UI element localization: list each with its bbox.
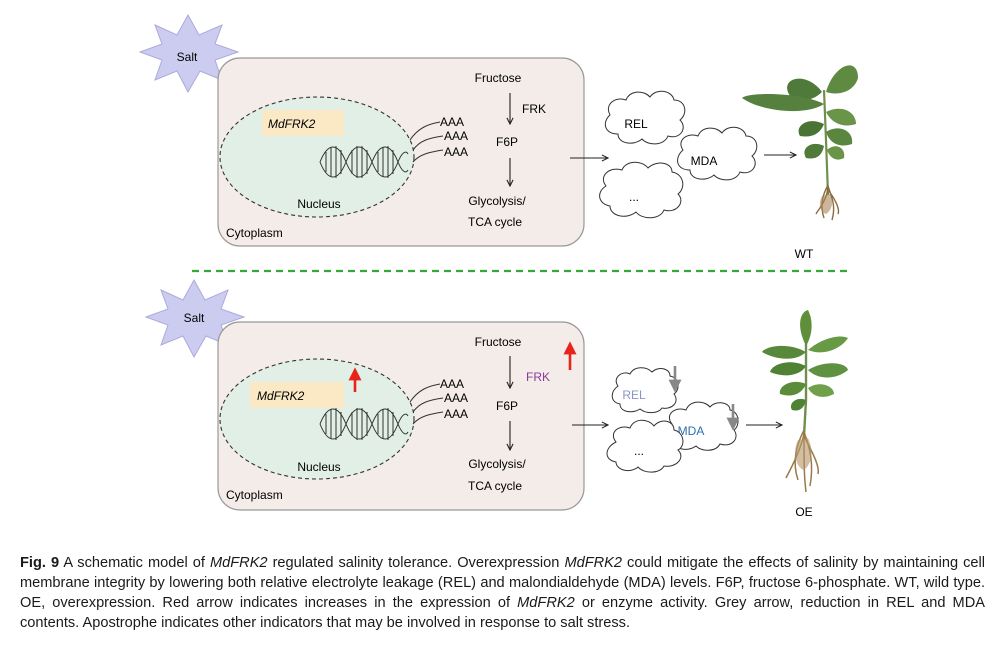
caption-text-2: regulated salinity tolerance. Overexpres… — [267, 555, 565, 571]
gene-box — [250, 382, 344, 408]
tca-cycle-label: TCA cycle — [468, 479, 522, 493]
mda-label: MDA — [678, 424, 705, 438]
mda-label: MDA — [691, 154, 718, 168]
schematic-figure: Salt Cytoplasm MdFRK2 Nucleus AAA AAA — [138, 13, 858, 519]
f6p-label: F6P — [496, 399, 518, 413]
fructose-label: Fructose — [475, 335, 522, 349]
cytoplasm-label: Cytoplasm — [226, 226, 283, 240]
poly-a-2: AAA — [444, 129, 468, 143]
dna-helix-icon — [319, 146, 409, 178]
poly-a-1: AAA — [440, 377, 464, 391]
gene-label: MdFRK2 — [257, 389, 305, 403]
other-indicators-label: ... — [629, 190, 639, 204]
cytoplasm-label: Cytoplasm — [226, 488, 283, 502]
other-indicators-label: ... — [634, 444, 644, 458]
caption-gene-1: MdFRK2 — [209, 555, 268, 571]
poly-a-3: AAA — [444, 145, 468, 159]
figure-caption: Fig. 9 A schematic model of MdFRK2 regul… — [20, 553, 985, 633]
rel-cloud — [604, 90, 686, 145]
panel-overexpression: Salt Cytoplasm MdFRK2 Nucleus AAA AAA AA… — [144, 278, 848, 519]
figure-label: Fig. 9 — [20, 555, 60, 571]
salt-label: Salt — [184, 311, 205, 325]
panel-wild-type: Salt Cytoplasm MdFRK2 Nucleus AAA AAA — [138, 13, 858, 261]
wt-plant-image — [742, 65, 858, 221]
glycolysis-label: Glycolysis/ — [468, 457, 526, 471]
poly-a-3: AAA — [444, 407, 468, 421]
caption-text-3: could mitigate the effects of salinity b… — [20, 555, 985, 611]
frk-label: FRK — [526, 370, 550, 384]
fructose-label: Fructose — [475, 71, 522, 85]
nucleus-label: Nucleus — [297, 460, 340, 474]
oe-label: OE — [795, 505, 812, 519]
mrna-strands — [409, 383, 444, 425]
dna-helix-icon — [319, 408, 409, 440]
poly-a-1: AAA — [440, 115, 464, 129]
mrna-strands — [409, 121, 444, 163]
poly-a-2: AAA — [444, 391, 468, 405]
gene-box — [262, 110, 344, 136]
other-indicators-cloud — [599, 161, 684, 219]
salt-label: Salt — [177, 50, 198, 64]
salt-burst — [138, 13, 240, 94]
rel-label: REL — [624, 117, 648, 131]
gene-label: MdFRK2 — [268, 117, 316, 131]
caption-text-1: A schematic model of — [59, 555, 210, 571]
caption-gene-3: MdFRK2 — [517, 595, 575, 611]
caption-text-4: or enzyme activity. Grey arrow, reductio… — [20, 595, 985, 631]
tca-cycle-label: TCA cycle — [468, 215, 522, 229]
rel-label: REL — [622, 388, 646, 402]
f6p-label: F6P — [496, 135, 518, 149]
wt-label: WT — [795, 247, 814, 261]
rel-cloud — [611, 367, 679, 414]
nucleus-label: Nucleus — [297, 197, 340, 211]
caption-gene-2: MdFRK2 — [564, 555, 623, 571]
oe-plant-image — [762, 310, 848, 493]
other-indicators-cloud — [606, 419, 684, 473]
glycolysis-label: Glycolysis/ — [468, 194, 526, 208]
frk-label: FRK — [522, 102, 546, 116]
mda-cloud — [677, 126, 758, 181]
